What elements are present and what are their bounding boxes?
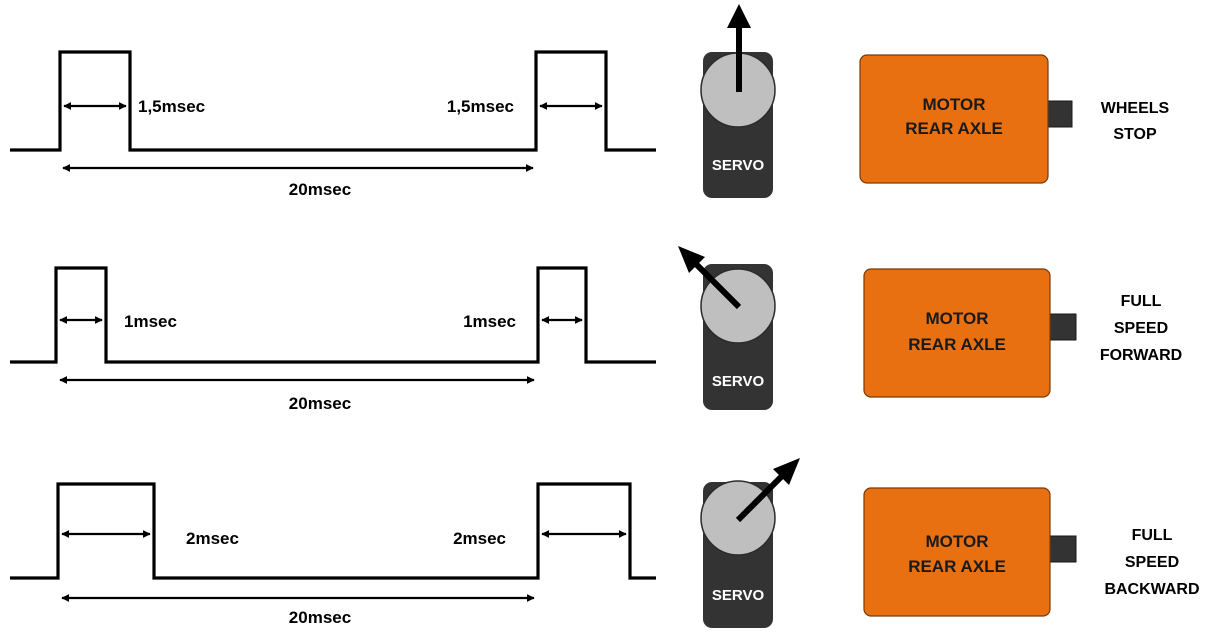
motor: MOTOR REAR AXLE xyxy=(859,54,1073,184)
servo-label: SERVO xyxy=(712,587,765,604)
servo: SERVO xyxy=(700,458,800,628)
pwm-waveform xyxy=(10,266,656,364)
servo-label: SERVO xyxy=(712,373,765,390)
motor-shaft xyxy=(1043,100,1073,128)
period-label: 20msec xyxy=(289,608,351,627)
motor-label-line2: REAR AXLE xyxy=(908,335,1006,354)
state-line-2: STOP xyxy=(1113,126,1157,143)
servo: SERVO xyxy=(678,246,776,410)
pwm-waveform xyxy=(10,50,656,152)
motor: MOTOR REAR AXLE xyxy=(863,487,1077,617)
motor-body xyxy=(863,268,1051,398)
servo-label: SERVO xyxy=(712,157,765,174)
pulse-width-label-left: 1msec xyxy=(124,312,177,331)
motor-label-line1: MOTOR xyxy=(926,532,989,551)
pulse-width-label-left: 1,5msec xyxy=(138,97,205,116)
motor: MOTOR REAR AXLE xyxy=(863,268,1077,398)
motor-label-line2: REAR AXLE xyxy=(905,119,1003,138)
row-1: 1,5msec 1,5msec 20msec SERVO MOTOR REAR … xyxy=(10,4,1170,199)
row-2: 1msec 1msec 20msec SERVO MOTOR REAR AXLE… xyxy=(10,246,1182,413)
period-label: 20msec xyxy=(289,394,351,413)
pwm-waveform xyxy=(10,482,656,580)
pulse-width-label-right: 1,5msec xyxy=(447,97,514,116)
servo: SERVO xyxy=(700,4,776,198)
motor-shaft xyxy=(1045,313,1077,341)
pulse-width-label-right: 2msec xyxy=(453,529,506,548)
servo-arrow-head xyxy=(678,246,705,273)
motor-label-line1: MOTOR xyxy=(923,95,986,114)
state-line-2: SPEED xyxy=(1125,554,1179,571)
period-label: 20msec xyxy=(289,180,351,199)
state-line-1: WHEELS xyxy=(1101,100,1170,117)
pulse-width-label-right: 1msec xyxy=(463,312,516,331)
motor-body xyxy=(863,487,1051,617)
motor-label-line1: MOTOR xyxy=(926,309,989,328)
wheel-state: FULL SPEED FORWARD xyxy=(1100,293,1182,364)
state-line-2: SPEED xyxy=(1114,320,1168,337)
state-line-3: FORWARD xyxy=(1100,347,1182,364)
motor-label-line2: REAR AXLE xyxy=(908,557,1006,576)
servo-arrow-up-right xyxy=(735,471,787,523)
wheel-state: WHEELS STOP xyxy=(1101,100,1170,143)
row-3: 2msec 2msec 20msec SERVO MOTOR REAR AXLE… xyxy=(10,458,1200,628)
state-line-1: FULL xyxy=(1121,293,1162,310)
motor-body xyxy=(859,54,1049,184)
servo-arrow-head xyxy=(727,4,751,28)
state-line-3: BACKWARD xyxy=(1104,581,1199,598)
wheel-state: FULL SPEED BACKWARD xyxy=(1104,527,1199,598)
servo-arrow-head xyxy=(773,458,800,485)
servo-arrow-up-left xyxy=(691,259,742,310)
state-line-1: FULL xyxy=(1132,527,1173,544)
pulse-width-label-left: 2msec xyxy=(186,529,239,548)
